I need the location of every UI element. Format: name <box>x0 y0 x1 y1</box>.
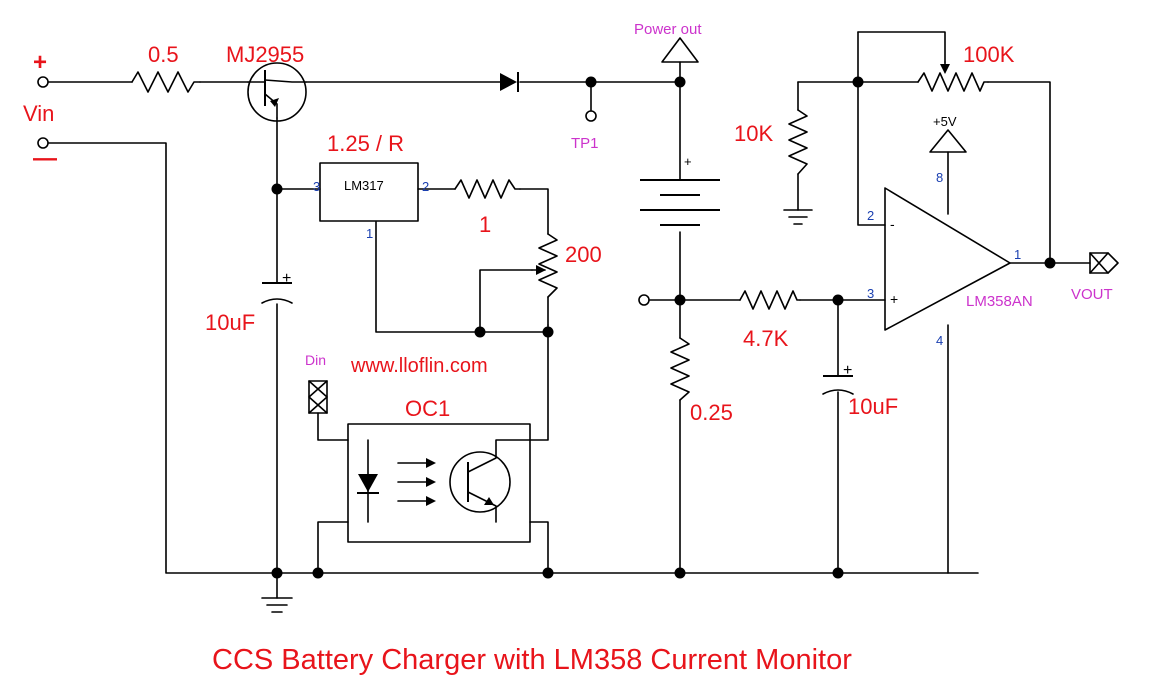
opamp-pin-3: 3 <box>867 286 874 301</box>
capacitor-left <box>261 282 293 304</box>
vin-plus-label: + <box>33 49 47 76</box>
tp1-label: TP1 <box>571 135 599 152</box>
resistor-0.5 <box>131 71 201 93</box>
supply-5v-label: +5V <box>933 114 957 129</box>
diode <box>500 72 519 92</box>
tp1-terminal <box>585 110 597 122</box>
vin-minus-label: — <box>33 145 57 172</box>
vout-label: VOUT <box>1071 286 1113 303</box>
opamp-label: LM358AN <box>966 293 1033 310</box>
vout-connector <box>1089 252 1119 274</box>
lm317-pin-adj: 1 <box>366 226 373 241</box>
resistor-0.25-label: 0.25 <box>690 400 733 425</box>
power-out-label: Power out <box>634 21 702 38</box>
resistor-0.25 <box>670 337 690 401</box>
cap-left-plus: + <box>282 270 291 287</box>
cap-right-plus: + <box>843 362 852 379</box>
din-connector <box>308 380 328 414</box>
opamp-pin-4: 4 <box>936 333 943 348</box>
supply-5v-symbol <box>929 129 967 153</box>
capacitor-right <box>822 375 854 395</box>
test-point-terminal <box>638 294 650 306</box>
opamp-lm358 <box>884 187 1011 331</box>
ground-symbol-left <box>261 597 293 613</box>
opamp-minus-label: - <box>890 216 895 232</box>
vin-minus-terminal <box>37 137 49 149</box>
lm317-label: LM317 <box>344 178 384 193</box>
pot-100k-label: 100K <box>963 42 1015 67</box>
resistor-1 <box>454 179 521 199</box>
opamp-pin-8: 8 <box>936 170 943 185</box>
ground-symbol-10k <box>783 209 813 225</box>
lm317-pin-out: 2 <box>422 179 429 194</box>
resistor-4.7k-label: 4.7K <box>743 326 789 351</box>
wires <box>47 31 1091 599</box>
potentiometer-200 <box>531 233 558 298</box>
battery <box>640 179 720 226</box>
power-out-symbol <box>661 37 699 63</box>
opamp-pin-1: 1 <box>1014 247 1021 262</box>
transistor-mj2955 <box>247 62 307 122</box>
resistor-4.7k <box>739 290 801 310</box>
resistor-10k-label: 10K <box>734 121 773 146</box>
resistor-1-label: 1 <box>479 212 491 237</box>
optocoupler-oc1 <box>347 423 531 543</box>
resistor-0.5-label: 0.5 <box>148 42 179 67</box>
resistor-10k <box>788 109 808 175</box>
vin-label: Vin <box>23 101 54 126</box>
vin-plus-terminal <box>37 76 49 88</box>
potentiometer-100k <box>917 61 989 92</box>
lm317-formula-label: 1.25 / R <box>327 131 404 156</box>
din-label: Din <box>305 352 326 368</box>
transistor-label: MJ2955 <box>226 42 304 67</box>
battery-plus-label: + <box>684 154 692 169</box>
opamp-pin-2: 2 <box>867 208 874 223</box>
cap-left-label: 10uF <box>205 310 255 335</box>
lm317-regulator <box>319 162 419 222</box>
cap-right-label: 10uF <box>848 394 898 419</box>
lm317-pin-in: 3 <box>313 179 320 194</box>
opamp-plus-label: + <box>890 291 898 307</box>
opto-label: OC1 <box>405 396 450 421</box>
diagram-title: CCS Battery Charger with LM358 Current M… <box>212 644 852 676</box>
pot-200-label: 200 <box>565 242 602 267</box>
junction-dots <box>271 76 1056 579</box>
website-label: www.lloflin.com <box>350 355 488 377</box>
